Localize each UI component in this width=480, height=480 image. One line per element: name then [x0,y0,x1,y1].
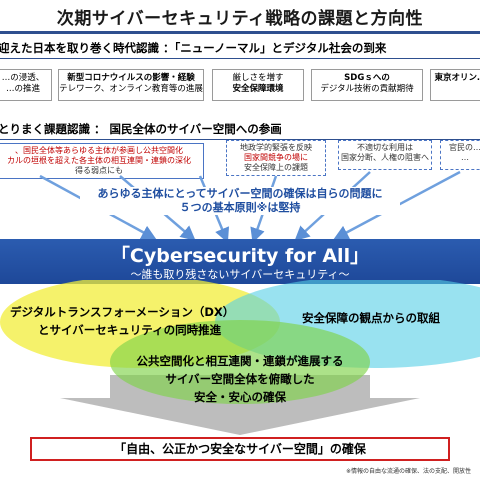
venn-diagram [0,280,480,435]
section1-heading: 迎えた日本を取り巻く時代認識 ：「ニューノーマル」とデジタル社会の到来 [0,41,387,55]
section1-box-1: …の浸透、 …の推進 [0,69,52,101]
section1-box-4-line1: SDGｓへの [344,73,390,83]
title-underline [0,31,480,34]
footnote: ※情報の自由な流通の確保、法の支配、開放性 [346,468,472,475]
public-space-ellipse [110,320,370,404]
section1-box-1-line1: …の浸透、 [1,73,45,83]
section1-box-3: 厳しさを増す 安全保障環境 [212,69,304,101]
section1-box-4-line2: デジタル技術の貢献期待 [320,84,414,94]
venn-center-line1: 公共空間化と相互連関・連鎖が進展する [136,354,344,368]
section1-box-1-line2: …の推進 [5,84,40,94]
section1-box-5: 東京オリン… [430,69,480,101]
section1-box-4: SDGｓへの デジタル技術の貢献期待 [311,69,423,101]
section2-box-1-line1: 、国民全体等あらゆる主体が参画し公共空間化 [15,146,183,155]
section2-rule [0,139,480,140]
venn-center-line2: サイバー空間全体を俯瞰した [165,372,315,386]
section2-box-1-line3: 得る弱点にも [75,166,123,175]
venn-center-line3: 安全・安心の確保 [194,390,286,404]
section2-box-2-line1: 地政学的緊張を反映 [240,143,312,152]
venn-left-line1: デジタルトランスフォーメーション（DX） [10,305,235,319]
section2-box-3-line2: 国家分断、人権の阻害へ [341,153,429,162]
section1-box-5-line1: 東京オリン… [434,73,480,83]
page-title: 次期サイバーセキュリティ戦略の課題と方向性 [56,9,424,29]
section1-box-3-line1: 厳しさを増す [232,73,284,83]
section2-box-4-line2: … [461,153,469,162]
venn-right-label: 安全保障の観点からの取組 [302,311,440,325]
cybersecurity-for-all-banner [0,239,480,284]
section2-box-1-line2: カルの垣根を超えた各主体の相互連関・連鎖の深化 [7,156,191,165]
section1-rule [0,58,480,59]
section2-box-2-line3: 安全保障上の課題 [244,163,308,172]
section2-box-4-line1: 官民の… [449,143,480,152]
section2-box-2: 地政学的緊張を反映 国家間競争の場に 安全保障上の課題 [226,140,326,176]
section2-box-3: 不適切な利用は 国家分断、人権の阻害へ [338,140,432,170]
section2-box-1: 、国民全体等あらゆる主体が参画し公共空間化 カルの垣根を超えた各主体の相互連関・… [0,143,204,179]
arrow-6 [333,170,461,240]
section2-heading: とりまく課題認識 ： 国民全体のサイバー空間への参画 [0,122,282,136]
section1-box-2-line2: テレワーク、オンライン教育等の進展 [59,84,203,94]
section2-box-3-line1: 不適切な利用は [357,143,413,152]
section1-box-2: 新型コロナウイルスの影響・経験 テレワーク、オンライン教育等の進展 [58,69,204,101]
venn-left-line2: とサイバーセキュリティの同時推進 [38,323,222,337]
principle-line2: ５つの基本原則※は堅持 [179,201,301,214]
principle-text: あらゆる主体にとってサイバー空間の確保は自らの問題に ５つの基本原則※は堅持 [80,187,400,215]
section1-box-2-line1: 新型コロナウイルスの影響・経験 [67,73,195,83]
banner-subtitle: ～誰も取り残さないサイバーセキュリティ～ [130,268,350,281]
section2-box-2-line2: 国家間競争の場に [244,153,308,162]
section1-box-3-line2: 安全保障環境 [232,84,284,94]
banner-title: 「Cybersecurity for All」 [110,245,370,267]
section2-box-4: 官民の… … [440,140,480,170]
goal-box: 「自由、公正かつ安全なサイバー空間」の確保 [30,437,450,461]
principle-line1: あらゆる主体にとってサイバー空間の確保は自らの問題に [97,187,383,200]
